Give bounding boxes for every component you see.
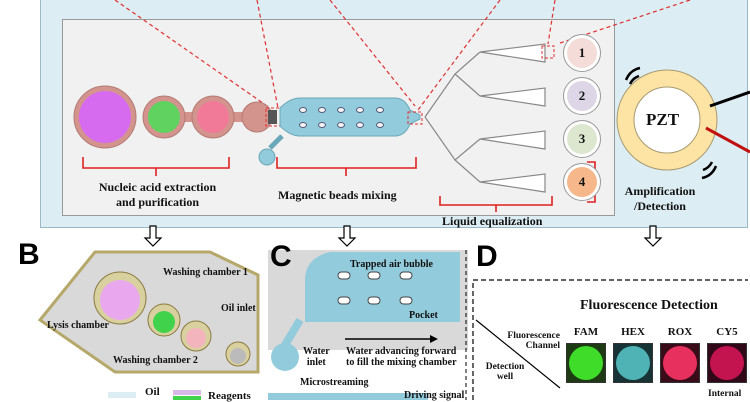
- fluorescence-spot: [616, 346, 650, 380]
- detection-well-number: 2: [578, 88, 586, 103]
- pzt-transducer: [616, 66, 750, 180]
- detection-well-1: 1: [563, 34, 601, 72]
- vibration-icon-top: [624, 66, 641, 85]
- axis-channel: Fluorescence Channel: [500, 331, 560, 351]
- channel-label-fam: FAM: [573, 326, 599, 338]
- panel-c-diagram: [268, 250, 468, 400]
- label-oil-inlet: Oil inlet: [221, 303, 256, 314]
- panel-d-frame: [472, 279, 748, 400]
- label-driving-signal: Driving signal: [404, 390, 465, 401]
- channel-label-hex: HEX: [621, 326, 645, 338]
- label-amplification-line1: Amplification: [624, 184, 696, 198]
- down-arrows: [143, 225, 663, 247]
- panel-letter-d: D: [476, 240, 498, 273]
- extraction-chambers: [73, 85, 281, 149]
- detection-well-fill: 3: [567, 124, 597, 154]
- label-wash1: Washing chamber 1: [163, 267, 248, 278]
- detection-well-fill: 1: [567, 38, 597, 68]
- fluorescence-title: Fluorescence Detection: [580, 298, 718, 313]
- label-advance: Water advancing forward to fill the mixi…: [346, 346, 457, 368]
- axis-channel-line1: Fluorescence: [507, 331, 560, 341]
- axis-well: Detection well: [480, 362, 530, 382]
- label-extraction-line2: and purification: [115, 195, 199, 209]
- detection-well-fill: 2: [567, 81, 597, 111]
- axis-well-line1: Detection: [485, 362, 525, 372]
- equalization-channels: [424, 43, 546, 193]
- legend-reagents: Reagents: [208, 390, 251, 402]
- detection-well-number: 4: [578, 174, 586, 189]
- channel-label-rox: ROX: [667, 326, 693, 338]
- label-extraction-line1: Nucleic acid extraction: [98, 180, 217, 194]
- detection-well-2: 2: [563, 77, 601, 115]
- label-bubble: Trapped air bubble: [350, 259, 433, 270]
- fluorescence-spot: [663, 346, 697, 380]
- axis-well-line2: well: [496, 372, 514, 382]
- fluorescence-spot: [569, 346, 603, 380]
- label-wash2: Washing chamber 2: [113, 355, 198, 366]
- label-water-inlet-line1: Water: [303, 346, 330, 357]
- label-pocket: Pocket: [409, 310, 438, 321]
- detection-well-number: 3: [578, 131, 586, 146]
- mixing-chamber: [258, 97, 423, 166]
- detection-well-4: 4: [563, 163, 601, 201]
- label-water-inlet: Water inlet: [303, 346, 330, 368]
- label-extraction: Nucleic acid extraction and purification: [85, 180, 230, 210]
- channel-image-cy5: [707, 343, 747, 383]
- fluorescence-spot: [710, 346, 744, 380]
- label-advance-line1: Water advancing forward: [346, 346, 457, 357]
- panel-letter-b: B: [18, 238, 40, 271]
- oil-chamber: [241, 101, 273, 133]
- label-amplification: Amplification /Detection: [610, 184, 710, 214]
- label-advance-line2: to fill the mixing chamber: [346, 357, 457, 368]
- axis-channel-line2: Channel: [525, 341, 560, 351]
- label-equalization: Liquid equalization: [442, 214, 543, 228]
- detection-well-number: 1: [578, 45, 586, 60]
- detection-well-3: 3: [563, 120, 601, 158]
- legend-oil: Oil: [145, 386, 160, 398]
- detection-well-fill: 4: [567, 167, 597, 197]
- label-amplification-line2: /Detection: [634, 199, 686, 213]
- channel-label-cy5: CY5: [716, 326, 738, 338]
- panel-letter-c: C: [270, 240, 292, 273]
- label-lysis: Lysis chamber: [47, 320, 109, 331]
- channel-image-fam: [566, 343, 606, 383]
- water-inlet: [258, 148, 276, 166]
- pzt-label: PZT: [646, 110, 680, 129]
- zoom-guide-lines: [114, 0, 691, 111]
- label-microstreaming: Microstreaming: [300, 377, 369, 388]
- panel-b-chip: [37, 250, 260, 374]
- channel-image-hex: [613, 343, 653, 383]
- label-water-inlet-line2: inlet: [306, 357, 326, 368]
- channel-image-rox: [660, 343, 700, 383]
- row-label-internal: Internal: [708, 389, 742, 399]
- label-mixing: Magnetic beads mixing: [278, 188, 397, 202]
- vibration-icon-bottom: [701, 161, 718, 180]
